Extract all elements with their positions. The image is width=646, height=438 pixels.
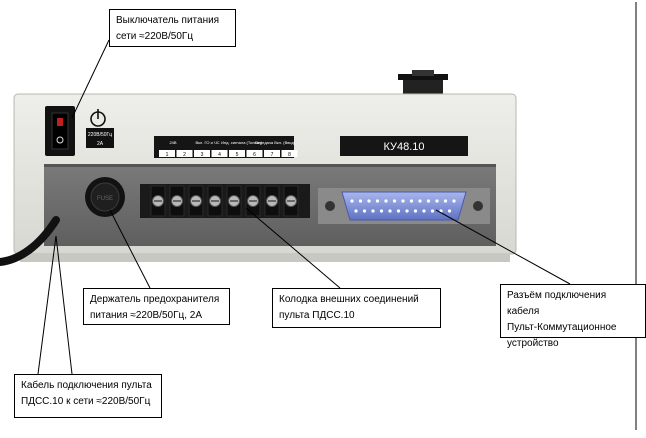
terminal-number-cell	[159, 150, 175, 157]
dsub-pin	[426, 199, 431, 203]
dsub-pin	[409, 199, 414, 203]
terminal-number-cell	[194, 150, 210, 157]
dsub-pin	[401, 199, 405, 203]
dsub-pin	[435, 199, 439, 203]
terminal-number: 5	[236, 152, 239, 158]
dsub-pin	[375, 199, 380, 203]
dsub-pin	[362, 209, 367, 213]
power-symbol-icon	[90, 109, 106, 127]
terminal-number: 7	[271, 152, 274, 158]
terminal-number-cell	[246, 150, 263, 157]
dsub-pin	[405, 209, 409, 213]
dsub-pin	[443, 199, 448, 203]
top-connector	[398, 70, 448, 94]
svg-text:2А: 2А	[97, 141, 104, 147]
svg-text:220В/50Гц: 220В/50Гц	[88, 132, 112, 138]
terminal-number: 1	[166, 152, 169, 158]
dsub-pin	[384, 199, 388, 203]
dsub-pin	[396, 209, 401, 213]
terminal-number-cell	[229, 150, 245, 157]
terminal-number: 8	[288, 152, 291, 158]
power-cable	[0, 216, 60, 266]
svg-text:КУ48.10: КУ48.10	[383, 141, 424, 153]
dsub-connector[interactable]	[318, 188, 490, 224]
svg-text:FUSE: FUSE	[97, 196, 113, 202]
fuse-spec-label: 220В/50Гц 2А	[86, 128, 114, 148]
power-switch[interactable]	[45, 106, 75, 156]
terminal-number: 6	[253, 152, 256, 158]
terminal-group-label: 24В	[169, 140, 176, 145]
leader-lines	[37, 2, 637, 430]
fuse-callout: Держатель предохранителя питания ≈220В/5…	[83, 288, 230, 325]
terminal-number: 3	[201, 152, 204, 158]
terminal-group-label: Передача Вкл. (Ввод)	[255, 140, 296, 145]
dsub-pin	[371, 209, 375, 213]
terminal-number-cell	[281, 150, 298, 157]
model-label: КУ48.10	[340, 136, 468, 156]
terminal-group-label: Инд. сигнала (Только)	[221, 140, 262, 145]
dsub-pin	[422, 209, 426, 213]
dsub-pin	[452, 199, 456, 203]
dsub-pin	[379, 209, 384, 213]
dsub-callout: Разъём подключения кабеля Пульт-Коммутац…	[500, 284, 646, 349]
dsub-pin	[418, 199, 422, 203]
terminal-group-label: Вкл. ГО и ЧС	[195, 140, 219, 145]
cable-callout: Кабель подключения пульта ПДСС.10 к сети…	[14, 374, 162, 418]
dsub-pin	[358, 199, 363, 203]
dsub-pin	[430, 209, 435, 213]
switch-callout: Выключатель питания сети ≈220В/50Гц	[109, 9, 236, 47]
fuse-holder[interactable]: FUSE	[85, 177, 125, 217]
dsub-pin	[447, 209, 452, 213]
terminal-number-cell	[176, 150, 193, 157]
device-feet	[20, 254, 510, 262]
dsub-pin	[392, 199, 397, 203]
dsub-pin	[350, 199, 354, 203]
terminal-callout: Колодка внешних соединений пульта ПДСС.1…	[272, 288, 441, 328]
dsub-pin	[354, 209, 358, 213]
terminal-number-cell	[211, 150, 228, 157]
dsub-pin	[413, 209, 418, 213]
dsub-pin	[367, 199, 371, 203]
terminal-number-cell	[264, 150, 280, 157]
terminal-number: 2	[183, 152, 186, 158]
dsub-pin	[388, 209, 392, 213]
terminal-block[interactable]	[140, 184, 310, 218]
terminal-number: 4	[218, 152, 221, 158]
